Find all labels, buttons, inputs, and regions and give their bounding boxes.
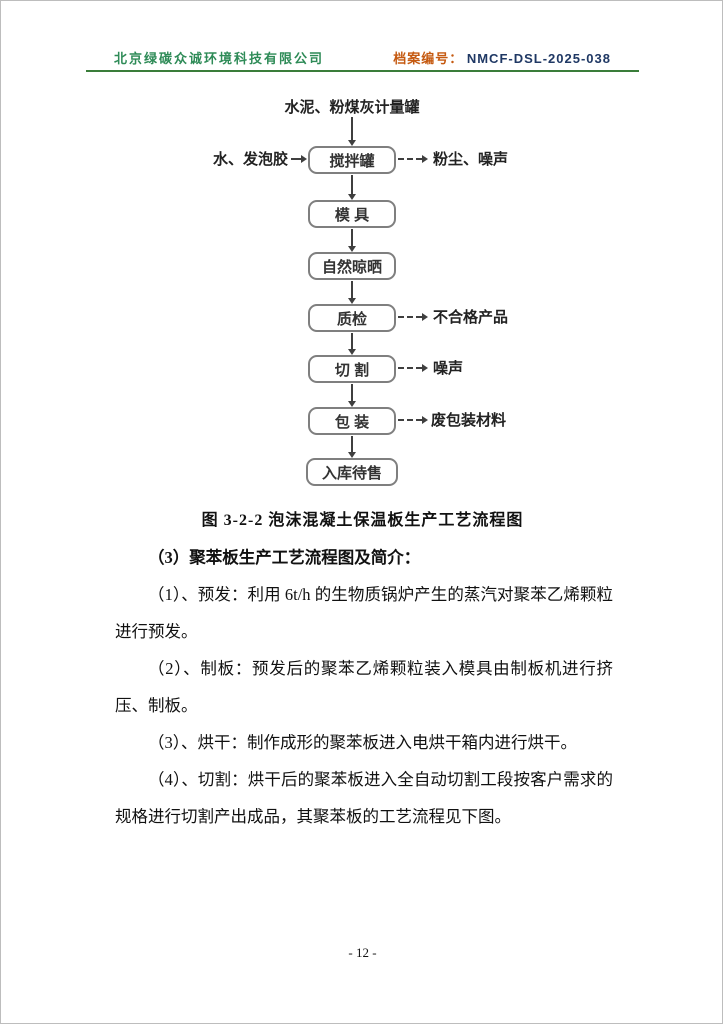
right-arrow-side-input bbox=[291, 155, 307, 163]
doc-number-label: 档案编号： bbox=[393, 51, 464, 66]
figure-caption: 图 3-2-2 泡沫混凝土保温板生产工艺流程图 bbox=[201, 512, 524, 529]
down-arrow-1 bbox=[348, 117, 356, 146]
down-arrow-6 bbox=[348, 384, 356, 407]
flow-output-rejects: 不合格产品 bbox=[433, 309, 509, 326]
down-arrow-7 bbox=[348, 436, 356, 458]
paragraph-drying: （3）、烘干：制作成形的聚苯板进入电烘干箱内进行烘干。 bbox=[148, 733, 577, 752]
doc-number-value: NMCF-DSL-2025-038 bbox=[466, 51, 611, 66]
flow-node-cutting: 切 割 bbox=[308, 355, 396, 383]
down-arrow-2 bbox=[348, 175, 356, 200]
paragraph-board-making: （2）、制板：预发后的聚苯乙烯颗粒装入模具由制板机进行挤压、制板。 bbox=[115, 659, 613, 715]
flow-node-natural-drying: 自然晾晒 bbox=[308, 252, 396, 280]
page-number: - 12 - bbox=[348, 945, 377, 960]
paragraph-cutting: （4）、切割：烘干后的聚苯板进入全自动切割工段按客户需求的规格进行切割产出成品，… bbox=[115, 770, 613, 826]
company-name: 北京绿碳众诚环境科技有限公司 bbox=[114, 51, 325, 66]
paragraph-prefoaming: （1）、预发：利用 6t/h 的生物质锅炉产生的蒸汽对聚苯乙烯颗粒进行预发。 bbox=[115, 585, 613, 641]
flow-node-storage-sale: 入库待售 bbox=[306, 458, 398, 486]
down-arrow-3 bbox=[348, 229, 356, 252]
section-heading: （3）聚苯板生产工艺流程图及简介： bbox=[148, 548, 421, 567]
flow-output-noise: 噪声 bbox=[433, 360, 464, 377]
flow-output-waste-packaging: 废包装材料 bbox=[431, 412, 507, 429]
doc-number-group: 档案编号： NMCF-DSL-2025-038 bbox=[393, 48, 611, 67]
flow-top-input-label: 水泥、粉煤灰计量罐 bbox=[284, 99, 420, 116]
body-section: （3）聚苯板生产工艺流程图及简介： （1）、预发：利用 6t/h 的生物质锅炉产… bbox=[115, 539, 613, 835]
down-arrow-4 bbox=[348, 281, 356, 304]
flow-node-quality-check: 质检 bbox=[308, 304, 396, 332]
flow-node-packaging: 包 装 bbox=[308, 407, 396, 435]
dashed-arrow-rejects bbox=[398, 313, 428, 321]
flow-node-mold: 模 具 bbox=[308, 200, 396, 228]
dashed-arrow-noise bbox=[398, 364, 428, 372]
dashed-arrow-waste-packaging bbox=[398, 416, 428, 424]
flow-output-dust-noise: 粉尘、噪声 bbox=[433, 151, 509, 168]
flow-node-mixing-tank: 搅拌罐 bbox=[308, 146, 396, 174]
dashed-arrow-dust-noise bbox=[398, 155, 428, 163]
flow-side-input-label: 水、发泡胶 bbox=[213, 151, 289, 168]
down-arrow-5 bbox=[348, 333, 356, 355]
header-divider bbox=[86, 70, 639, 72]
